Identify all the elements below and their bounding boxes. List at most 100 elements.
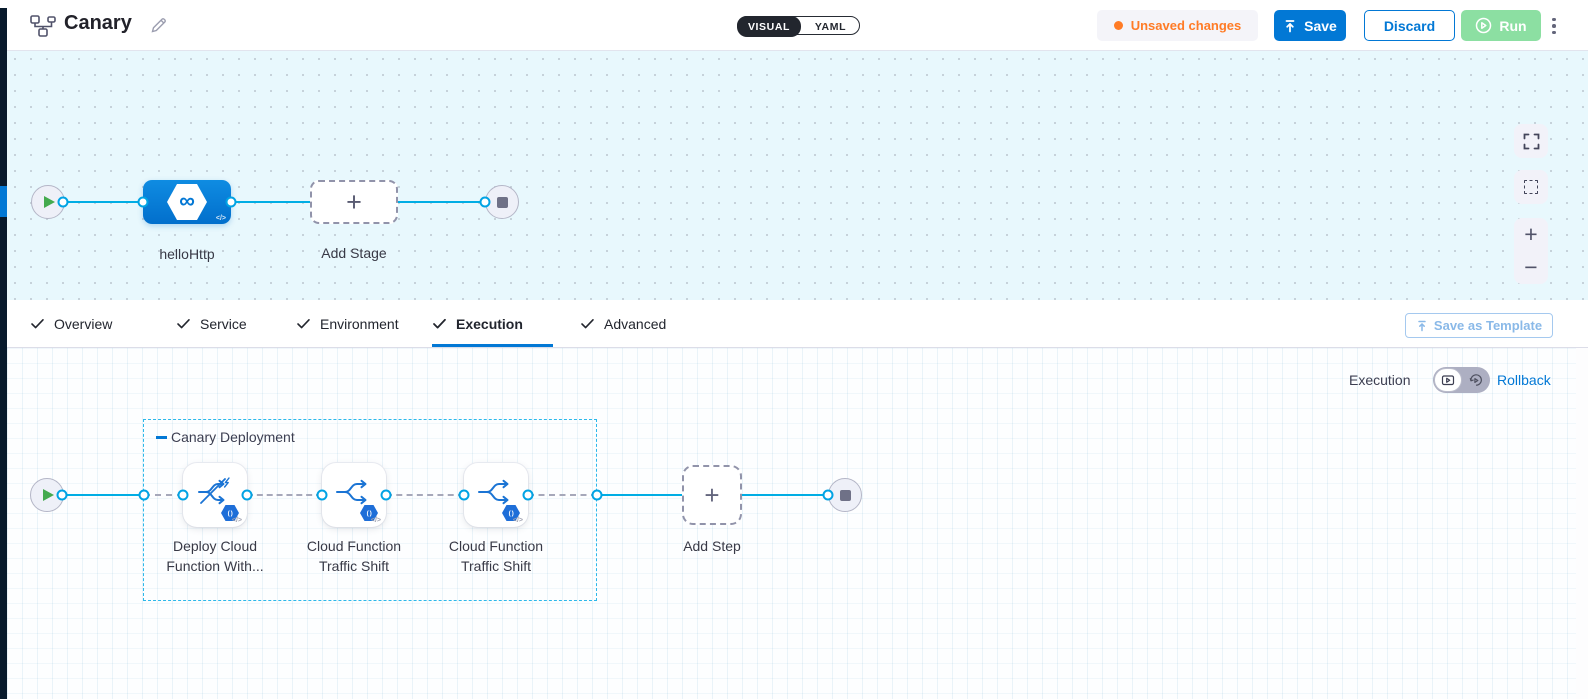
cloud-function-badge: ( ) (221, 505, 239, 521)
badge-glyph: ( ) (366, 509, 372, 517)
play-icon (43, 489, 54, 501)
tab-overview[interactable]: Overview (30, 300, 112, 347)
step-label: Cloud Function Traffic Shift (279, 536, 429, 576)
fullscreen-button[interactable] (1514, 124, 1548, 158)
connector-line-dashed (144, 494, 183, 496)
rollback-mode-button[interactable] (1463, 368, 1489, 392)
step-group-label: Canary Deployment (171, 429, 295, 445)
connector-line (62, 201, 143, 203)
check-icon (581, 319, 594, 329)
stage-pipeline-canvas[interactable] (7, 51, 1588, 300)
port (57, 196, 69, 208)
check-icon (31, 319, 44, 329)
edit-pencil-icon[interactable] (149, 16, 168, 35)
unsaved-dot-icon (1113, 21, 1123, 30)
connector-line-dashed (247, 494, 322, 496)
play-icon (44, 196, 55, 208)
add-stage-label: Add Stage (321, 245, 387, 261)
tab-service[interactable]: Service (176, 300, 247, 347)
step-group-canary-deployment[interactable]: Canary Deployment (143, 419, 597, 601)
stop-icon (496, 196, 508, 208)
port (479, 196, 491, 208)
traffic-shift-icon (336, 479, 367, 505)
canvas-gutter (1576, 348, 1588, 699)
step-label-line1: Cloud Function (306, 538, 402, 554)
connector-line-dashed (528, 494, 597, 496)
execution-rollback-toggle (1433, 367, 1490, 393)
port (137, 196, 149, 208)
save-button[interactable]: Save (1274, 10, 1346, 41)
port (522, 489, 534, 501)
execution-mode-label: Execution (1349, 372, 1411, 388)
tab-label: Service (200, 315, 247, 332)
tab-label: Overview (54, 315, 113, 332)
code-icon: </> (512, 517, 523, 524)
zoom-in-button[interactable]: + (1524, 221, 1538, 247)
add-step-label: Add Step (683, 538, 741, 554)
port (822, 489, 834, 501)
upload-icon (1418, 320, 1426, 331)
play-circle-icon (1476, 17, 1492, 34)
port (138, 489, 150, 501)
connector-line (62, 494, 144, 496)
page-title: Canary (64, 12, 132, 34)
run-button[interactable]: Run (1461, 10, 1541, 41)
add-step-button[interactable]: + (682, 465, 742, 525)
stage-node-hellohttp[interactable]: ∞ </> (143, 180, 231, 224)
view-toggle: VISUAL YAML (737, 16, 860, 37)
stage-name-label: helloHttp (159, 246, 215, 262)
step-label-line2: Traffic Shift (460, 558, 532, 574)
tab-execution[interactable]: Execution (432, 300, 523, 347)
port (225, 196, 237, 208)
stage-tabbar: Overview Service Environment Execution A… (7, 300, 1588, 348)
toggle-visual[interactable]: VISUAL (737, 16, 801, 37)
marquee-select-icon (1524, 180, 1538, 194)
connector-line-dashed (386, 494, 464, 496)
port (56, 489, 68, 501)
code-icon: </> (370, 517, 381, 524)
run-label: Run (1499, 17, 1527, 34)
collapse-group-icon[interactable] (156, 436, 167, 439)
plus-icon: + (346, 186, 362, 217)
save-as-template-button[interactable]: Save as Template (1405, 313, 1553, 338)
tab-label: Environment (320, 315, 399, 332)
step-card-traffic-shift-2[interactable]: ( ) </> (464, 463, 528, 527)
marquee-select-button[interactable] (1514, 170, 1548, 204)
header-bar: Canary VISUAL YAML Unsaved changes Save … (0, 0, 1588, 51)
code-icon: </> (231, 517, 242, 524)
execution-mode-button[interactable] (1434, 368, 1462, 392)
deploy-function-icon (198, 477, 230, 505)
kebab-menu-icon[interactable] (1545, 13, 1563, 39)
function-glyph: ∞ (179, 187, 195, 213)
step-label: Deploy Cloud Function With... (140, 536, 290, 576)
badge-glyph: ( ) (508, 509, 514, 517)
zoom-controls: + − (1514, 218, 1548, 284)
unsaved-changes-badge[interactable]: Unsaved changes (1097, 10, 1258, 41)
collapsed-left-nav[interactable] (0, 8, 7, 699)
tab-advanced[interactable]: Advanced (580, 300, 666, 347)
execution-canvas[interactable] (7, 348, 1588, 699)
end-node (485, 185, 519, 219)
tab-environment[interactable]: Environment (296, 300, 399, 347)
discard-label: Discard (1383, 17, 1436, 34)
check-icon (433, 318, 446, 329)
zoom-out-button[interactable]: − (1524, 254, 1538, 280)
port (380, 489, 392, 501)
check-icon (297, 319, 310, 329)
nav-active-indicator (0, 186, 7, 217)
stop-icon (839, 489, 851, 501)
connector-line (231, 201, 313, 203)
step-label-line2: Traffic Shift (318, 558, 390, 574)
end-node (828, 478, 862, 512)
rollback-link[interactable]: Rollback (1497, 372, 1551, 388)
tab-label: Advanced (604, 315, 667, 332)
step-card-traffic-shift-1[interactable]: ( ) </> (322, 463, 386, 527)
execution-icon (1441, 375, 1455, 386)
cloud-function-badge: ( ) (502, 505, 520, 521)
discard-button[interactable]: Discard (1364, 10, 1455, 41)
add-stage-button[interactable]: + (310, 180, 398, 224)
toggle-yaml[interactable]: YAML (814, 20, 847, 33)
connector-line (597, 494, 682, 496)
port (241, 489, 253, 501)
step-card-deploy-cloud-function[interactable]: ( ) </> (183, 463, 247, 527)
